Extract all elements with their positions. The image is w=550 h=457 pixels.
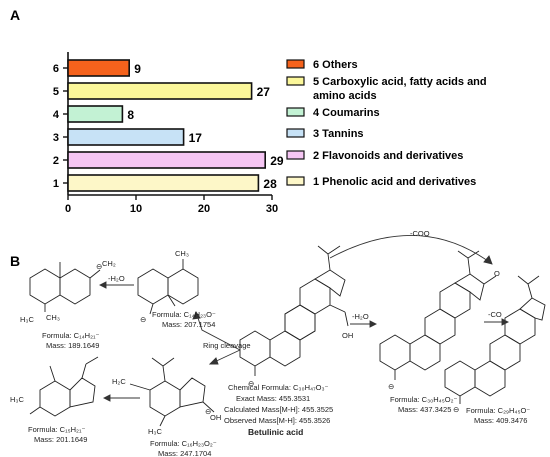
atom-h3c-201: H₃C [10, 395, 24, 404]
fragment-437-structure [379, 250, 497, 380]
bar-value-1: 28 [263, 177, 277, 191]
bar-2 [67, 151, 266, 169]
label-ring-cleavage: Ring cleavage [203, 341, 251, 350]
x-tick-label-30: 30 [266, 203, 278, 215]
legend-label-4: 4 Coumarins [313, 107, 380, 119]
f247-formula: Formula: C₁₆H₂₃O₂⁻ [150, 439, 217, 448]
bar-chart: 28 29 17 8 27 9 1 2 3 4 5 6 0 10 20 30 [53, 52, 284, 215]
f189-formula: Formula: C₁₄H₂₁⁻ [42, 331, 100, 340]
chart-legend: 6 Others 5 Carboxylic acid, fatty acids a… [286, 59, 487, 188]
atom-ch2-189: CH₂ [102, 259, 116, 268]
legend-label-2: 2 Flavonoids and derivatives [313, 150, 463, 162]
f207-formula: Formula: C₁₄H₂₃O⁻ [152, 310, 216, 319]
y-tick-label-1: 1 [53, 178, 59, 190]
atom-oh: OH [342, 331, 353, 340]
legend-swatch-1 [286, 176, 305, 186]
betulinic-exact-mass: Exact Mass: 455.3531 [236, 394, 310, 403]
legend-label-3: 3 Tannins [313, 128, 364, 140]
y-tick-label-4: 4 [53, 109, 60, 121]
f189-mass: Mass: 189.1649 [46, 341, 99, 350]
atom-labels: OH O ⊖ ⊖ ⊖ ⊖ ⊖ ⊖ H₃C CH₃ CH₂ CH₃ H₂C H₃C… [10, 249, 500, 436]
bar-3 [67, 128, 185, 146]
betulinic-acid-structure [239, 245, 349, 376]
y-tick-label-3: 3 [53, 132, 59, 144]
f247-mass: Mass: 247.1704 [158, 449, 211, 457]
atom-minus-207: ⊖ [140, 315, 146, 324]
fragment-207-structure [137, 259, 199, 315]
arrow-coo-head [483, 255, 493, 265]
arrow-h2o-right-head [369, 320, 378, 328]
arrow-coo [329, 235, 493, 265]
x-tick-label-0: 0 [65, 203, 71, 215]
fragment-labels: Formula: C₃₀H₄₅O₂⁻ Mass: 437.3425 Formul… [28, 310, 530, 457]
arrow-co-head [501, 318, 510, 326]
f409-formula: Formula: C₂₉H₄₅O⁻ [466, 406, 530, 415]
f207-mass: Mass: 207.1754 [162, 320, 215, 329]
x-tick-label-20: 20 [198, 203, 210, 215]
arrow-h2o-left-head [98, 281, 107, 289]
reaction-arrows [98, 235, 510, 402]
fragment-201-structure [29, 356, 99, 417]
betulinic-calc-mass: Calculated Mass[M-H]: 455.3525 [224, 405, 333, 414]
panel-b-label: B [10, 253, 20, 269]
atom-minus-betulinic: ⊖ [248, 379, 254, 388]
legend-label-1: 1 Phenolic acid and derivatives [313, 176, 476, 188]
atom-minus-409: ⊖ [453, 405, 459, 414]
bar-6 [67, 59, 131, 77]
label-h2o-right: -H₂O [352, 312, 369, 321]
y-tick-label-6: 6 [53, 63, 59, 75]
atom-o-aldehyde: O [494, 269, 500, 278]
fragment-247-structure [129, 357, 215, 427]
legend-swatch-3 [286, 128, 305, 138]
betulinic-obs-mass: Observed Mass[M-H]: 455.3526 [224, 416, 330, 425]
bar-value-4: 8 [127, 108, 134, 122]
legend-label-5: 5 Carboxylic acid, fatty acids and [313, 76, 487, 88]
atom-h3c-189: H₃C [20, 315, 34, 324]
bar-4 [67, 105, 124, 123]
bar-5 [67, 82, 253, 100]
f409-mass: Mass: 409.3476 [474, 416, 527, 425]
y-tick-label-2: 2 [53, 155, 59, 167]
f201-formula: Formula: C₁₅H₂₁⁻ [28, 425, 85, 434]
atom-oh-247: OH [210, 413, 221, 422]
label-co: -CO [488, 310, 502, 319]
label-h2o-left: -H₂O [108, 274, 125, 283]
arrow-ring-cleavage-up-head [192, 311, 201, 320]
arrow-to-201-head [102, 394, 111, 402]
y-tick-label-5: 5 [53, 86, 59, 98]
legend-swatch-4 [286, 107, 305, 117]
atom-minus-247: ⊖ [205, 407, 211, 416]
legend-swatch-2 [286, 150, 305, 160]
panel-a-label: A [10, 7, 20, 23]
bar-value-5: 27 [257, 85, 271, 99]
legend-label-6: 6 Others [313, 59, 358, 71]
betulinic-formula: Chemical Formula: C₃₀H₄₇O₃⁻ [228, 383, 329, 392]
atom-ch3-189: CH₃ [46, 313, 60, 322]
atom-h3c-247: H₃C [148, 427, 162, 436]
fragment-409-structure [444, 275, 546, 404]
atom-minus-437: ⊖ [388, 382, 394, 391]
bar-value-3: 17 [189, 131, 203, 145]
betulinic-info: Chemical Formula: C₃₀H₄₇O₃⁻ Exact Mass: … [224, 383, 333, 437]
legend-swatch-5 [286, 76, 305, 86]
atom-h2c-247: H₂C [112, 377, 126, 386]
f437-mass: Mass: 437.3425 [398, 405, 451, 414]
atom-minus-189: ⊖ [96, 262, 102, 271]
fragment-189-structure [29, 262, 101, 312]
legend-label-5-line2: amino acids [313, 90, 377, 102]
bar-value-2: 29 [270, 154, 284, 168]
betulinic-name: Betulinic acid [248, 427, 303, 437]
arrow-ring-cleavage-down-head [208, 357, 219, 365]
bar-value-6: 9 [134, 62, 141, 76]
f437-formula: Formula: C₃₀H₄₅O₂⁻ [390, 395, 458, 404]
chemical-structures [29, 245, 546, 427]
legend-swatch-6 [286, 59, 305, 69]
label-coo: -COO [410, 229, 430, 238]
arrow-labels: -COO -H₂O -CO -H₂O Ring cleavage [108, 229, 502, 350]
bar-1 [67, 174, 260, 192]
x-tick-label-10: 10 [130, 203, 142, 215]
f201-mass: Mass: 201.1649 [34, 435, 87, 444]
atom-ch3-207: CH₃ [175, 249, 189, 258]
